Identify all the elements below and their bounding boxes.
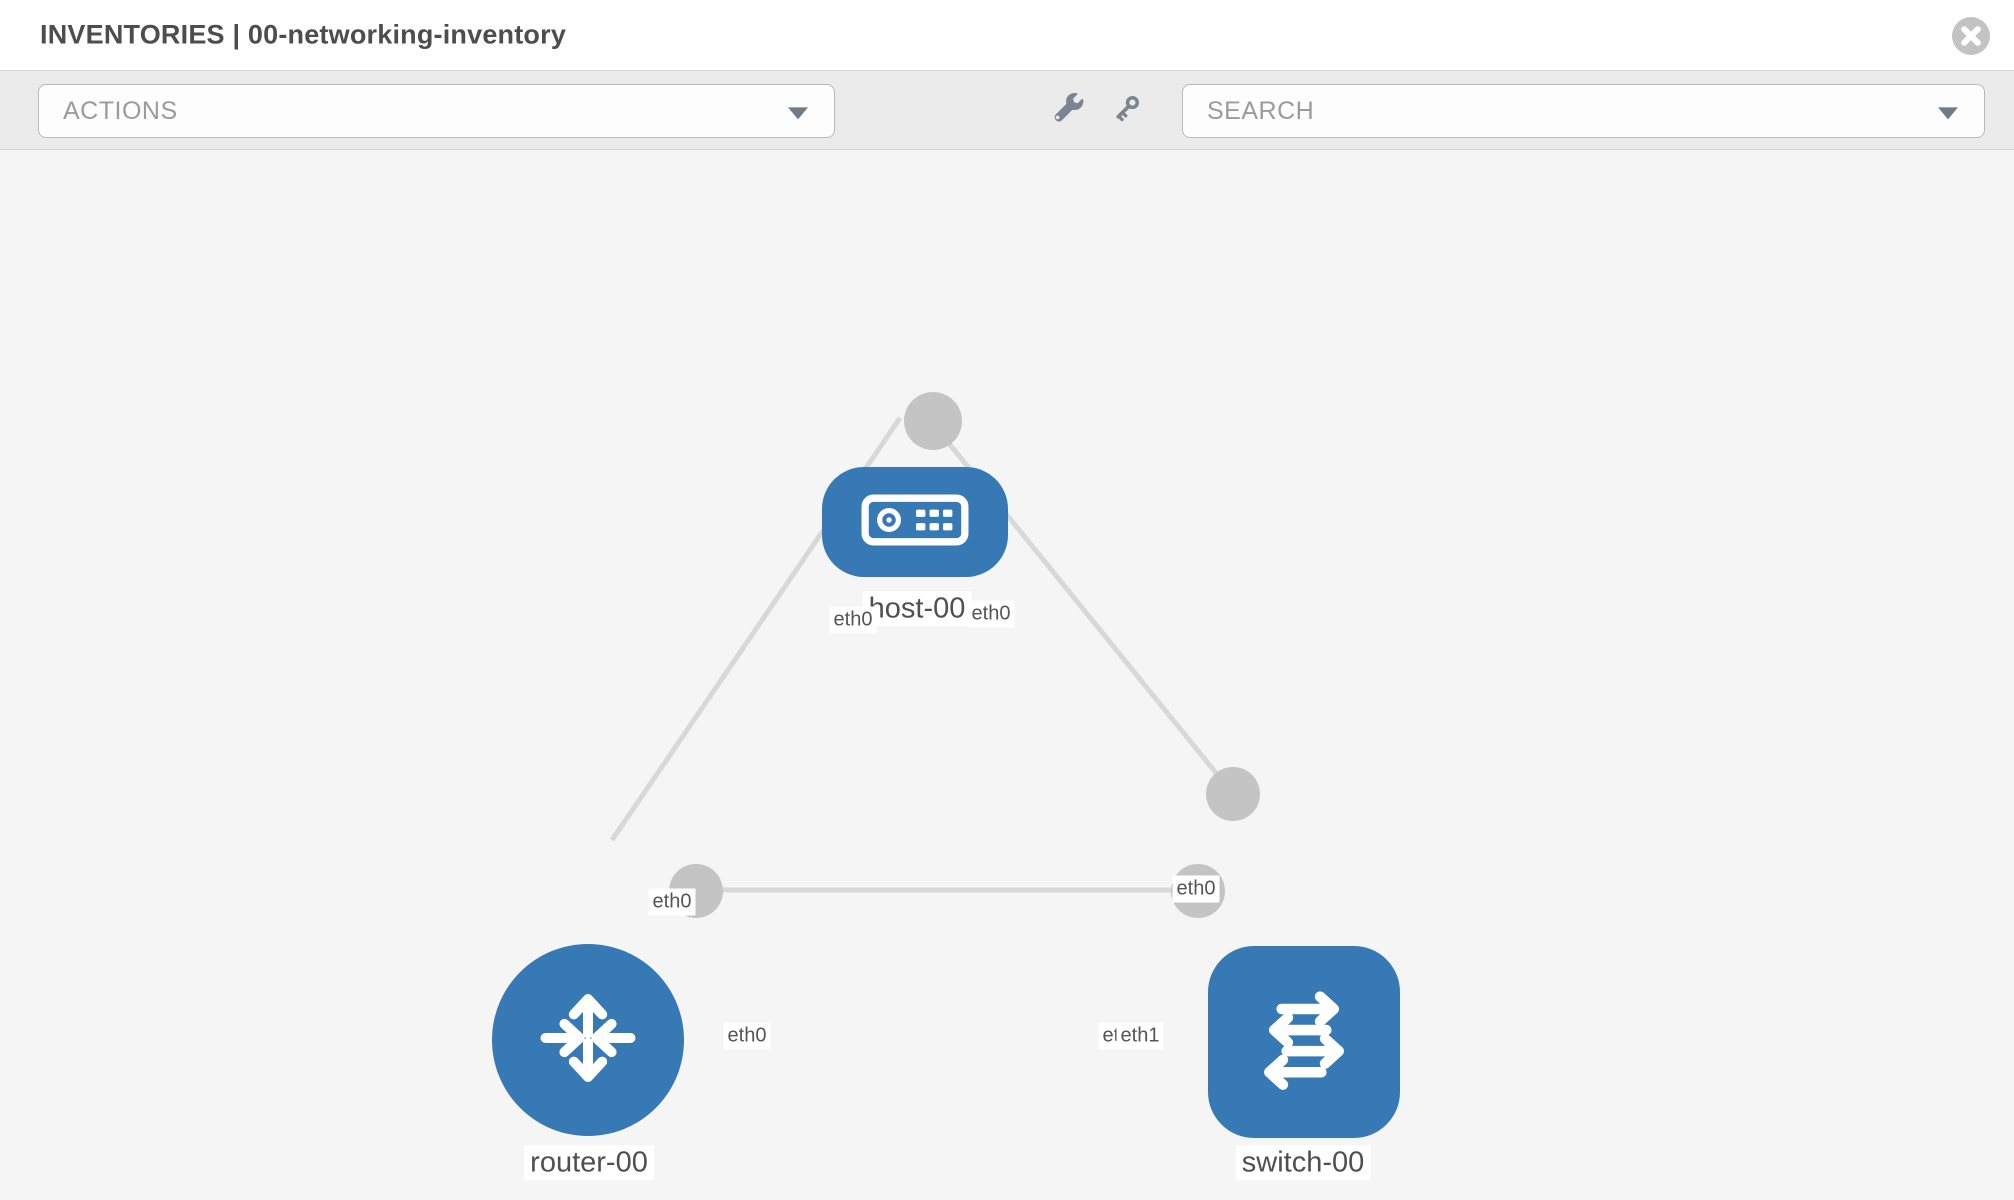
node-host-00[interactable] (822, 467, 1008, 577)
toolbar: ACTIONS SEARCH (0, 71, 2014, 150)
server-icon (861, 494, 969, 551)
wrench-button[interactable] (1046, 88, 1090, 132)
search-placeholder: SEARCH (1207, 96, 1315, 125)
router-arrows-icon (529, 979, 647, 1102)
interface-label-router-to-switch: eth0 (723, 1022, 771, 1050)
chevron-down-icon (788, 107, 808, 120)
switch-arrows-icon (1242, 978, 1366, 1107)
interface-label-router-side-host-link: eth0 (648, 888, 696, 916)
close-icon (1952, 17, 1990, 58)
page-title: INVENTORIES | 00-networking-inventory (40, 19, 567, 50)
links-layer (609, 392, 1260, 918)
key-button[interactable] (1104, 88, 1148, 132)
interface-dot-switch-top (1206, 767, 1260, 821)
interface-label-switch-to-router: eth1 (1116, 1022, 1164, 1050)
chevron-down-icon (1938, 107, 1958, 120)
node-label-host: host-00 (862, 591, 972, 627)
interface-label-host-to-router: eth0 (829, 606, 877, 634)
actions-dropdown[interactable]: ACTIONS (38, 84, 835, 138)
header-bar: INVENTORIES | 00-networking-inventory (0, 0, 2014, 71)
node-switch-00[interactable] (1208, 946, 1400, 1138)
node-router-00[interactable] (492, 944, 684, 1136)
node-label-switch: switch-00 (1235, 1145, 1371, 1181)
interface-label-host-to-switch: eth0 (967, 600, 1015, 628)
interface-label-switch-side-host-link: eth0 (1172, 875, 1220, 903)
search-dropdown[interactable]: SEARCH (1182, 84, 1985, 138)
wrench-icon (1051, 92, 1085, 129)
close-button[interactable] (1952, 17, 1990, 55)
interface-dot-host (904, 392, 962, 450)
node-label-router: router-00 (524, 1145, 654, 1181)
topology-canvas[interactable]: host-00 router-00 switch-00 eth0 eth0 et… (0, 150, 2014, 1200)
actions-dropdown-label: ACTIONS (63, 96, 178, 125)
key-icon (1109, 95, 1143, 129)
